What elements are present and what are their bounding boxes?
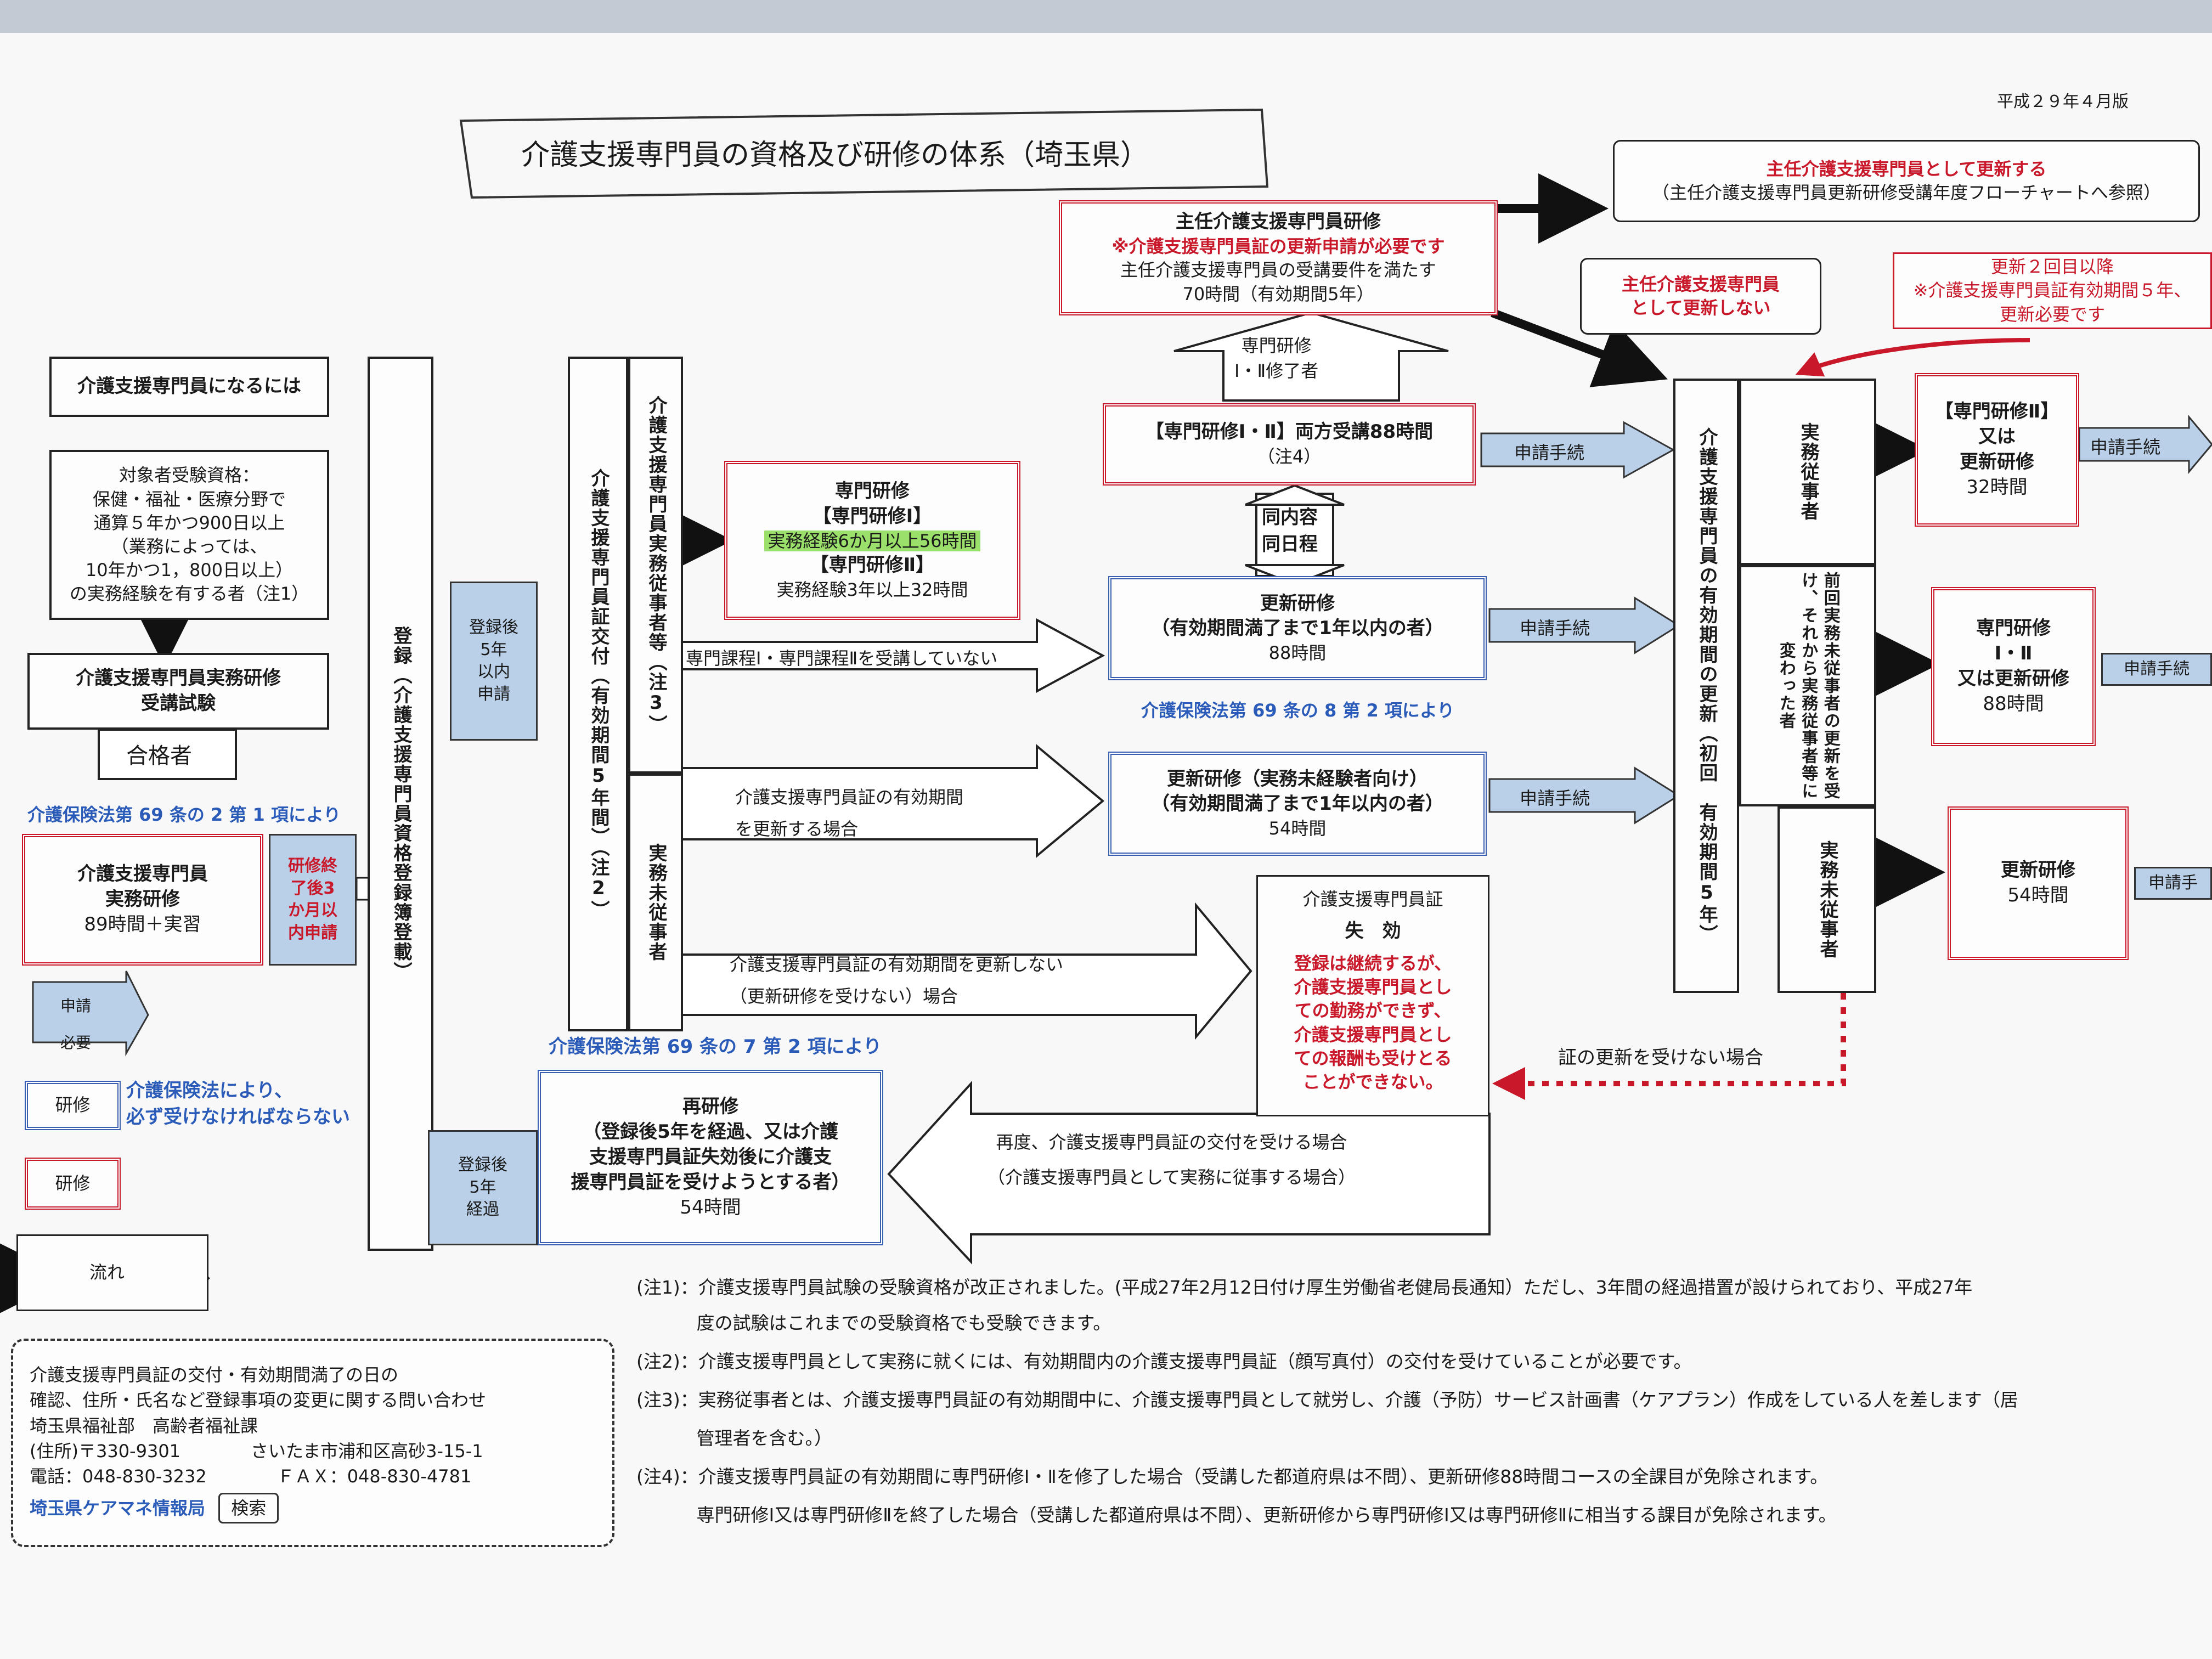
legend-red-box: 研修 [25,1158,121,1210]
become-box: 介護支援専門員になるには [49,357,329,417]
arrow-update2-red [1795,338,2030,377]
note-3b: 管理者を含む。） [636,1427,832,1449]
apply-label-3: 申請手続 [1520,788,1590,809]
version-label: 平成２９年４月版 [1997,92,2129,111]
card-issue-column: 介護支援専門員証交付（有効期間5年間）（注2） [568,357,628,1031]
same-label: 同内容同日程 [1262,506,1318,555]
arrow-same-down [1245,564,1345,586]
exam-box: 介護支援専門員実務研修受講試験 [27,653,329,730]
apply-label-1: 申請手続 [1514,442,1585,463]
apply-label-2: 申請手続 [1520,618,1590,639]
not-taken-label: 専門課程Ⅰ・専門課程Ⅱを受講していない [686,648,998,669]
renew-case-label: 介護支援専門員証の有効期間を更新する場合 [735,787,964,839]
update2-box: 更新２回目以降※介護支援専門員証有効期間５年、更新必要です [1893,252,2212,329]
non-practitioner-column: 実務未従事者 [628,774,683,1031]
shunin-update-box: 主任介護支援専門員として更新する （主任介護支援専門員更新研修受講年度フローチャ… [1613,140,2200,222]
arrow-up-done12 [1173,311,1449,402]
note-1a: (注1)：介護支援専門員試験の受験資格が改正されました。(平成27年2月12日付… [636,1277,1973,1298]
legend-flow-box: 流れ [16,1234,208,1311]
note-3a: (注3)：実務従事者とは、介護支援専門員証の有効期間中に、介護支援専門員として就… [636,1389,2018,1410]
col-practitioner: 実務従事者 [1739,379,1876,565]
search-link[interactable]: 埼玉県ケアマネ情報局 [30,1497,206,1519]
note-4b: 専門研修Ⅰ又は専門研修Ⅱを終了した場合（受講した都道府県は不問）、更新研修から専… [636,1504,1837,1526]
practitioner-column: 介護支援専門員実務従事者等（注3） [628,357,683,774]
retrain-box: 再研修（登録後5年を経過、又は介護支援専門員証失効後に介護支援専門員証を受けよう… [538,1070,883,1245]
arrow-to-renewal [1491,308,1668,387]
pass-label: 合格者 [126,743,192,769]
register-column: 登録（介護支援専門員資格登録簿登載） [368,357,433,1251]
note-4a: (注4)：介護支援専門員証の有効期間に専門研修Ⅰ・Ⅱを修了した場合（受講した都道… [636,1466,1829,1487]
legend-blue-desc: 介護保険法により、必ず受けなければならない [126,1080,350,1128]
arrow-apply-legend [32,970,149,1057]
koushin-training-box: 更新研修（有効期間満了まで1年以内の者）88時間 [1108,576,1487,680]
arrow-apply-r1 [2078,414,2212,475]
arrow-apply-mi [1488,766,1680,825]
arrow-renew-case [674,743,1105,859]
arrow-no-update-dotted [1492,993,1846,1100]
senmon-training-box: 専門研修 【専門研修Ⅰ】 実務経験6か月以上56時間 【専門研修Ⅱ】 実務経験3… [724,461,1020,620]
col-non-practitioner: 実務未従事者 [1778,806,1876,993]
no-renew-case-label: 介護支援専門員証の有効期間を更新しない（更新研修を受けない）場合 [730,954,1064,1007]
apply-badge-r3: 申請手 [2134,867,2212,900]
arrow-reissue [887,1080,1491,1265]
arrow-apply-both [1480,421,1675,479]
search-button[interactable]: 検索 [218,1492,279,1524]
no-update-case-label: 証の更新を受けない場合 [1558,1047,1763,1069]
law-69-7: 介護保険法第 69 条の 7 第 2 項により [549,1036,882,1058]
arrow-not-taken [674,618,1105,693]
law-69-8: 介護保険法第 69 条の 8 第 2 項により [1141,700,1455,721]
eligibility-box: 対象者受験資格：保健・福祉・医療分野で通算５年かつ900日以上（業務によっては、… [49,450,329,620]
shunin-noupdate-box: 主任介護支援専門員として更新しない [1580,258,1821,335]
shunin-training-box: 主任介護支援専門員研修 ※介護支援専門員証の更新申請が必要です 主任介護支援専門… [1059,200,1498,315]
page-title: 介護支援専門員の資格及び研修の体系（埼玉県） [521,139,1149,172]
arrow-pass [98,729,237,780]
note-2: (注2)：介護支援専門員として実務に就くには、有効期間内の介護支援専門員証（顔写… [636,1351,1692,1372]
arrow-same-up [1245,484,1345,506]
koushin-mi-training-box: 更新研修（実務未経験者向け）（有効期間満了まで1年以内の者）54時間 [1108,752,1487,856]
contact-box: 介護支援専門員証の交付・有効期間満了の日の確認、住所・氏名など登録事項の変更に関… [11,1339,614,1547]
arrow-apply-koushin [1488,596,1680,654]
reissue-label: 再度、介護支援専門員証の交付を受ける場合（介護支援専門員として実務に従事する場合… [988,1132,1356,1188]
note-1b: 度の試験はこれまでの受験資格でも受験できます。 [636,1312,1111,1334]
renewal-column: 介護支援専門員の有効期間の更新（初回 有効期間5年） [1673,379,1739,993]
title-scroll [459,108,1269,199]
invalid-box: 介護支援専門員証 失 効 登録は継続するが、介護支援専門員としての勤務ができず、… [1256,875,1489,1116]
law-69-2: 介護保険法第 69 条の 2 第 1 項により [27,804,341,825]
legend-apply-text: 申請必要 [60,997,92,1052]
both-training-box: 【専門研修Ⅰ・Ⅱ】両方受講88時間（注4） [1103,403,1476,486]
col-changed: 前回実務未従事者の更新を受け、それから実務従事者等に変わった者 [1739,565,1876,806]
arrow-no-renew [674,902,1252,1040]
apply-badge-r2: 申請手続 [2101,653,2212,686]
apply-label-4: 申請手続 [2090,437,2161,458]
legend-blue-box: 研修 [25,1081,121,1130]
